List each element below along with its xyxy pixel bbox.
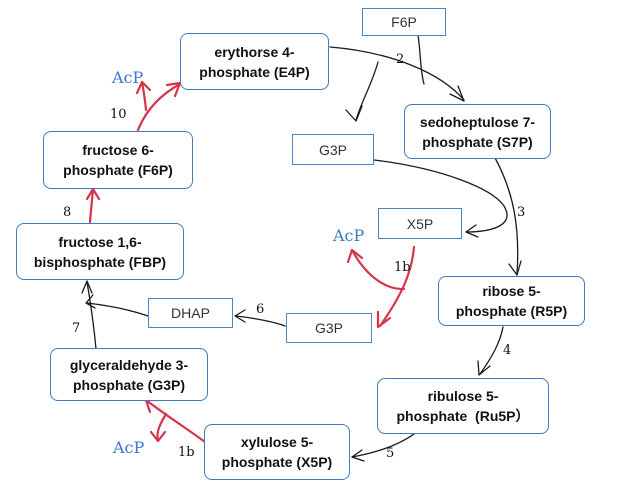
- arrow-f6p-input: [417, 34, 425, 85]
- node-x5p-line1: xylulose 5-: [240, 434, 314, 450]
- node-e4p: erythorse 4- phosphate (E4P): [180, 33, 329, 90]
- node-ru5p: ribulose 5- phosphate (Ru5P）: [377, 378, 549, 434]
- node-e4p-line1: erythorse 4-: [214, 43, 295, 60]
- node-ru5p-line1: ribulose 5-: [427, 388, 499, 404]
- arrow-x5p-to-g3p: [378, 245, 416, 328]
- node-f6p-line2: phosphate (F6P): [63, 162, 173, 178]
- arrow-g3p-to-fbp: [86, 281, 97, 350]
- acp-label-mid: AcP: [333, 226, 365, 245]
- node-x5p-line2: phosphate (X5P): [221, 454, 333, 470]
- arrow-dhap-to-fbp: [86, 302, 149, 317]
- arrow-acp-bot: [156, 412, 168, 442]
- arrow-g3p-to-dhap: [235, 315, 286, 327]
- node-g3p-line2: phosphate (G3P): [72, 376, 185, 393]
- step-3: 3: [517, 205, 526, 220]
- arrowhead-fbp: [81, 280, 93, 294]
- node-g3p-line1: glyceraldehyde 3-: [69, 356, 189, 373]
- node-e4p-line2: phosphate (E4P): [199, 63, 310, 80]
- node-f6p: fructose 6- phosphate (F6P): [43, 131, 193, 189]
- step-10: 10: [110, 107, 127, 122]
- arrowhead-x5p: [465, 224, 479, 238]
- arrowhead-acp-bot: [149, 430, 167, 443]
- metabolite-g3p-top: G3P: [292, 134, 374, 165]
- node-r5p-line1: ribose 5-: [482, 283, 541, 299]
- node-fbp-line2: bisphosphate (FBP): [33, 253, 167, 270]
- node-s7p-line1: sedoheptulose 7-: [419, 113, 536, 130]
- arrowhead-acp-mid: [346, 248, 364, 264]
- metabolite-dhap: DHAP: [148, 298, 233, 328]
- step-2: 2: [396, 52, 405, 67]
- arrowhead-dhap: [234, 309, 246, 323]
- acp-label-bottom: AcP: [113, 438, 145, 457]
- arrow-x5p-to-g3p-left: [144, 398, 207, 444]
- arrowhead-x5p-bottom: [351, 449, 365, 462]
- step-4: 4: [503, 343, 512, 358]
- node-s7p: sedoheptulose 7- phosphate (S7P): [404, 104, 551, 159]
- node-x5p: xylulose 5- phosphate (X5P): [204, 424, 350, 480]
- metabolite-g3p-bottom: G3P: [286, 313, 372, 343]
- step-6: 6: [256, 302, 265, 317]
- arrowhead-fbp-side: [85, 294, 96, 309]
- arrowhead-f6p: [85, 187, 101, 201]
- step-1b-mid: 1b: [394, 260, 411, 275]
- node-s7p-line2: phosphate (S7P): [422, 133, 533, 150]
- step-7: 7: [72, 321, 81, 336]
- arrow-s7p-to-r5p: [493, 155, 519, 275]
- arrow-acp-mid: [350, 248, 406, 291]
- arrowhead-g3p-top: [345, 105, 363, 122]
- node-r5p-line2: phosphate (R5P): [455, 303, 568, 319]
- metabolite-f6p-input: F6P: [362, 8, 446, 36]
- metabolite-x5p-mid: X5P: [378, 208, 462, 239]
- step-5: 5: [386, 446, 395, 461]
- arrow-fbp-to-f6p: [88, 188, 95, 224]
- arrowhead-acp-top: [135, 80, 152, 95]
- arrow-r5p-to-ru5p: [479, 326, 504, 375]
- arrowhead-s7p: [449, 85, 465, 102]
- node-f6p-line1: fructose 6-: [82, 142, 154, 158]
- step-8: 8: [63, 205, 72, 220]
- node-r5p: ribose 5- phosphate (R5P): [438, 276, 585, 326]
- acp-label-top: AcP: [112, 68, 144, 87]
- node-g3p: glyceraldehyde 3- phosphate (G3P): [50, 348, 208, 401]
- arrow-g3p-to-x5p: [373, 159, 508, 233]
- node-fbp: fructose 1,6- bisphosphate (FBP): [16, 223, 184, 280]
- arrowhead-ru5p: [477, 360, 491, 376]
- arrow-e4p-to-s7p: [329, 46, 465, 101]
- arrow-ru5p-to-x5p: [351, 433, 415, 458]
- arrow-f6p-to-e4p: [136, 82, 182, 132]
- node-ru5p-line2: phosphate (Ru5P）: [396, 408, 530, 424]
- arrowhead-g3p-bot: [376, 310, 392, 329]
- arrow-to-g3p-top: [355, 61, 379, 121]
- node-fbp-line1: fructose 1,6-: [58, 233, 142, 250]
- step-1b-bottom: 1b: [178, 445, 195, 460]
- arrowhead-r5p: [508, 260, 522, 276]
